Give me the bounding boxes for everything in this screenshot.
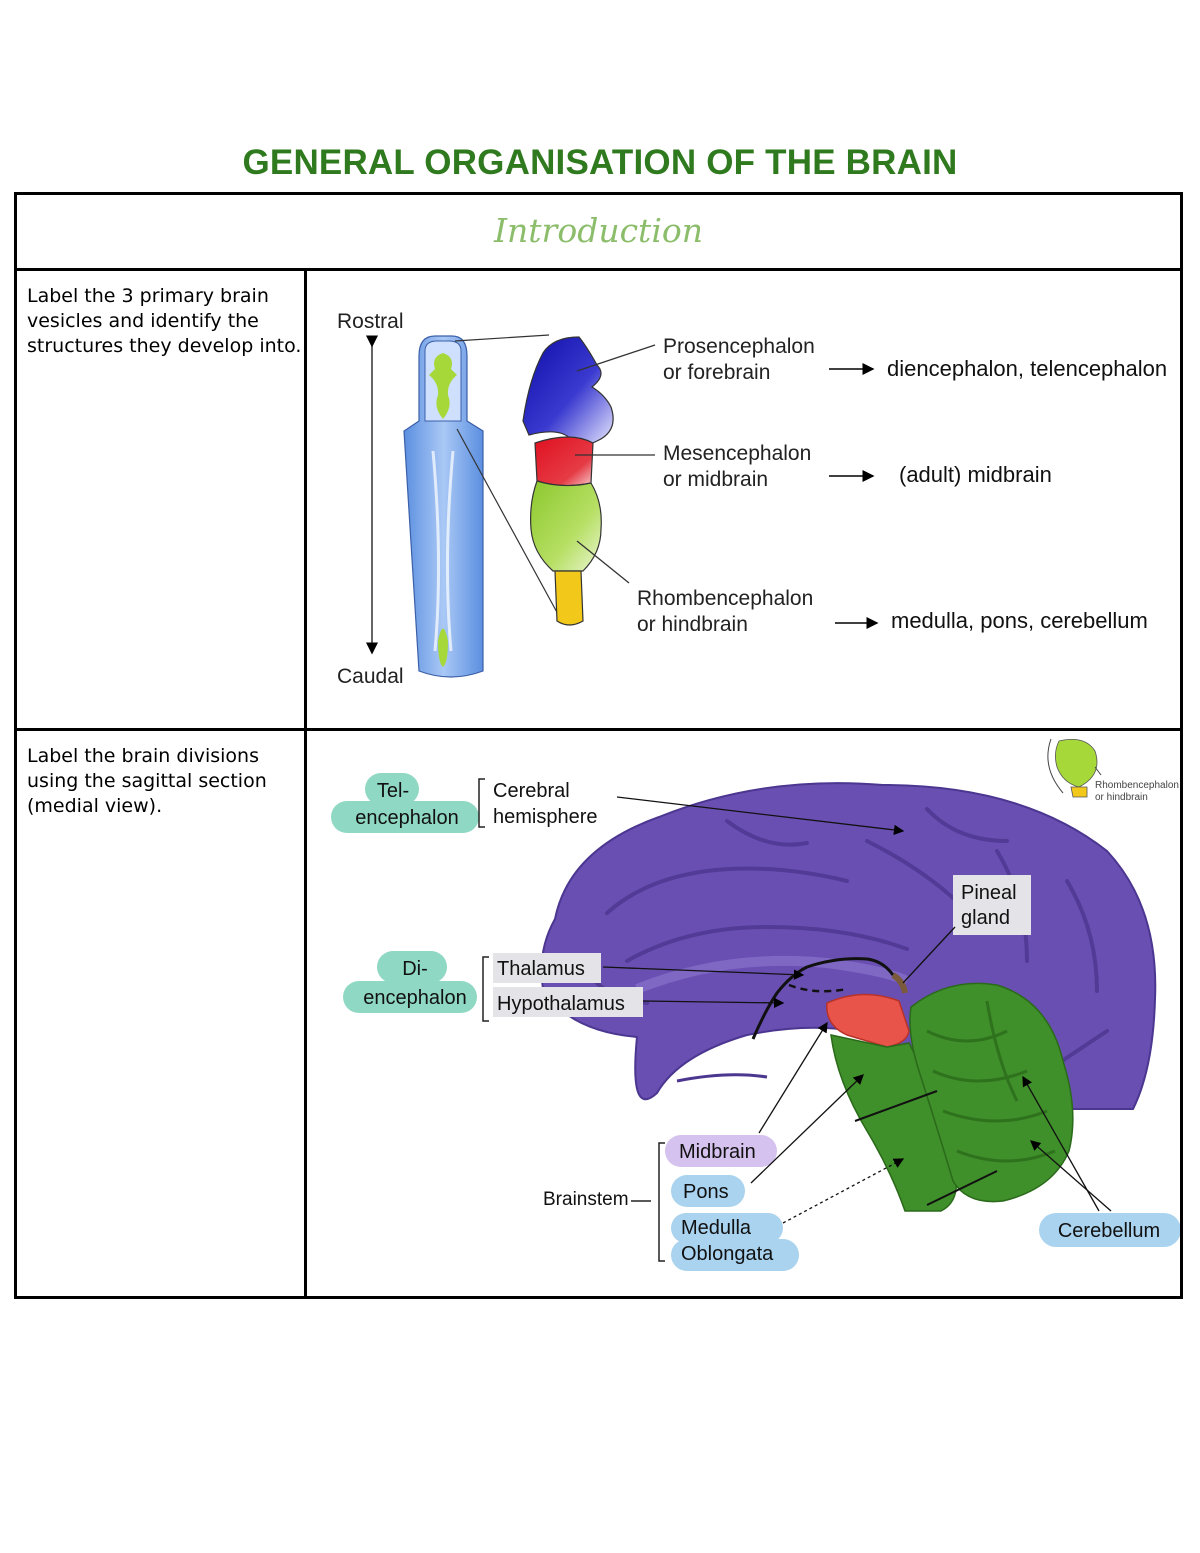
cerebellum-label-bubble xyxy=(1039,1213,1180,1247)
inset-label-line2: or hindbrain xyxy=(1095,792,1148,803)
spinal-cord-segment xyxy=(554,570,584,626)
forebrain-derivatives: diencephalon, telencephalon xyxy=(887,356,1167,381)
inset-hindbrain-icon: Rhombencephalon or hindbrain xyxy=(1047,738,1179,803)
medulla-label-line2: Oblongata xyxy=(681,1243,774,1265)
diencephalon-outline xyxy=(751,957,895,1040)
medulla-label-line1: Medulla xyxy=(681,1217,752,1239)
di-label-bubble xyxy=(343,981,477,1013)
neural-tube-illustration xyxy=(403,334,560,678)
pons-label-bubble xyxy=(671,1175,745,1207)
tel-label-line1: Tel- xyxy=(377,780,409,802)
cerebral-label-line1: Cerebral xyxy=(493,780,570,802)
caudal-label: Caudal xyxy=(337,665,404,688)
cerebral-label-line2: hemisphere xyxy=(493,806,598,828)
cerebellum-label: Cerebellum xyxy=(1058,1220,1160,1242)
forebrain-label: or forebrain xyxy=(663,361,770,384)
hindbrain-label: or hindbrain xyxy=(637,613,748,636)
prosencephalon-vesicle xyxy=(522,336,614,446)
thalamus-label-bg xyxy=(493,953,601,983)
page-title: GENERAL ORGANISATION OF THE BRAIN xyxy=(242,143,958,182)
di-label-line2: encephalon xyxy=(363,987,466,1009)
midbrain-derivatives: (adult) midbrain xyxy=(899,462,1052,487)
midbrain-label: or midbrain xyxy=(663,468,768,491)
tel-label-line2: encephalon xyxy=(355,807,458,829)
worksheet-table: Introduction Label the 3 primary brain v… xyxy=(14,192,1183,1299)
row1-prompt: Label the 3 primary brain vesicles and i… xyxy=(27,285,302,357)
vesicle-diagram: Rostral Caudal Prosencephalon or forebra… xyxy=(337,310,1167,688)
divider xyxy=(17,268,1180,271)
medulla-label-bubble xyxy=(671,1239,799,1271)
mesencephalon-label: Mesencephalon xyxy=(663,442,811,465)
divider xyxy=(304,271,307,1296)
hindbrain-derivatives: medulla, pons, cerebellum xyxy=(891,608,1148,633)
row2-prompt: Label the brain divisions using the sagi… xyxy=(27,745,267,817)
rhombencephalon-vesicle xyxy=(530,480,602,572)
rhombencephalon-label: Rhombencephalon xyxy=(637,587,813,610)
pons-label: Pons xyxy=(683,1181,729,1203)
di-label-line1: Di- xyxy=(402,958,428,980)
section-heading: Introduction xyxy=(494,211,703,250)
rostral-label: Rostral xyxy=(337,310,404,333)
tel-label-bubble xyxy=(331,801,479,833)
prosencephalon-label: Prosencephalon xyxy=(663,335,815,358)
pineal-label-line2: gland xyxy=(961,907,1010,929)
tel-label-bubble xyxy=(365,773,419,805)
hypothalamus-label-bg xyxy=(493,987,643,1017)
di-label-bubble xyxy=(377,951,447,983)
vesicles-enlarged xyxy=(522,336,614,626)
mesencephalon-vesicle xyxy=(534,436,594,487)
sagittal-diagram: Rhombencephalon or hindbrain Tel- enceph… xyxy=(331,738,1180,1271)
brainstem-label: Brainstem xyxy=(543,1189,629,1210)
midbrain-label-bubble xyxy=(665,1135,777,1167)
midbrain-label: Midbrain xyxy=(679,1141,756,1163)
pineal-label-bg xyxy=(953,875,1031,935)
divider xyxy=(17,728,1180,731)
hypothalamus-label: Hypothalamus xyxy=(497,993,625,1015)
medulla-label-bubble xyxy=(671,1213,783,1243)
midbrain-region xyxy=(826,993,910,1048)
thalamus-label: Thalamus xyxy=(497,958,585,980)
inset-label-line1: Rhombencephalon xyxy=(1095,780,1179,791)
pineal-label-line1: Pineal xyxy=(961,882,1017,904)
